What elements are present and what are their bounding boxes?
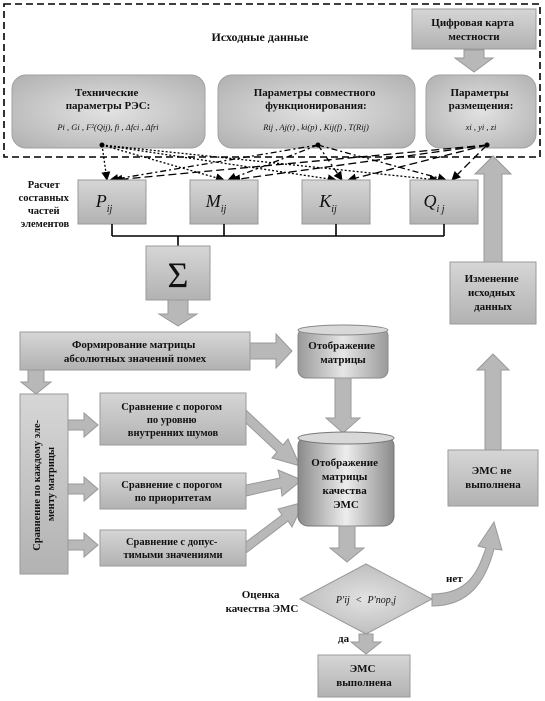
svg-text:Kij: Kij bbox=[318, 191, 337, 215]
component-q-sub: i j bbox=[436, 204, 444, 215]
decision-yes-label: да bbox=[338, 633, 350, 645]
component-m-symbol: M bbox=[205, 191, 222, 211]
sum-symbol: Σ bbox=[168, 255, 189, 295]
decision-label: Оценка качества ЭМС bbox=[226, 589, 299, 615]
no-branch-arrow bbox=[431, 520, 503, 607]
decision-diamond bbox=[298, 563, 434, 635]
form-to-compare-arrow bbox=[19, 369, 53, 395]
connector-dots bbox=[99, 142, 490, 148]
placement-params-title: Параметры размещения: bbox=[449, 87, 514, 112]
emc-not-met-box bbox=[447, 449, 539, 507]
sum-box bbox=[145, 245, 211, 301]
tech-params-title: Технические параметры РЭС: bbox=[66, 87, 151, 112]
compare-arrows bbox=[67, 411, 99, 559]
quality-to-decision-arrow bbox=[328, 525, 366, 563]
emc-met-box bbox=[317, 654, 411, 698]
sum-join-lines bbox=[111, 224, 445, 246]
compare-allowed-box bbox=[99, 529, 247, 567]
joint-params-title: Параметры совместного функционирования: bbox=[254, 87, 379, 112]
component-p-sub: ij bbox=[107, 204, 113, 215]
sum-to-form-arrow bbox=[157, 299, 199, 327]
emc-not-met-label: ЭМС не выполнена bbox=[465, 465, 521, 491]
param-connector-lines bbox=[101, 144, 488, 184]
component-m-sub: ij bbox=[221, 204, 227, 215]
svg-text:Qi j: Qi j bbox=[423, 191, 444, 215]
compare-priority-box bbox=[99, 472, 247, 510]
display-matrix-label: Отображение матрицы bbox=[308, 340, 377, 366]
joint-params-box bbox=[217, 74, 416, 149]
yes-branch-arrow bbox=[349, 633, 383, 655]
source-data-title: Исходные данные bbox=[212, 30, 310, 44]
display-quality-label: Отображение матрицы качества ЭМС bbox=[311, 457, 380, 511]
compare-each-label: Сравнение по каждому эле- менту матрицы bbox=[32, 417, 57, 551]
component-k: Kij bbox=[301, 179, 371, 225]
compare-to-quality-arrows bbox=[245, 408, 305, 555]
compare-noise-box bbox=[99, 392, 247, 446]
component-k-symbol: K bbox=[318, 191, 332, 211]
component-q: Qi j bbox=[409, 179, 479, 225]
component-p-symbol: P bbox=[95, 191, 107, 211]
svg-text:Pij: Pij bbox=[95, 191, 113, 215]
compare-each-bar bbox=[19, 393, 69, 575]
digital-map-box bbox=[411, 8, 537, 50]
form-matrix-label: Формирование матрицы абсолютных значений… bbox=[64, 339, 207, 365]
change-input-label: Изменение исходных данных bbox=[465, 273, 522, 313]
component-q-symbol: Q bbox=[423, 191, 436, 211]
compare-priority-label: Сравнение с порогом по приоритетам bbox=[121, 480, 224, 504]
display-to-quality-arrow bbox=[324, 377, 362, 434]
tech-params-box bbox=[11, 74, 206, 149]
form-to-display-arrow bbox=[249, 332, 293, 370]
not-met-to-change-arrow bbox=[475, 353, 511, 451]
decision-no-label: нет bbox=[446, 573, 463, 585]
joint-params-formula: Rij , Aj(t) , ki(p) , Kij(f) , T(Rij) bbox=[262, 122, 369, 132]
component-m: Mij bbox=[189, 179, 259, 225]
emc-met-label: ЭМС выполнена bbox=[336, 663, 392, 689]
calc-components-label: Расчет составных частей элементов bbox=[19, 180, 72, 230]
compare-allowed-label: Сравнение с допус- тимыми значениями bbox=[123, 537, 222, 561]
placement-params-box bbox=[425, 74, 537, 149]
component-k-sub: ij bbox=[331, 204, 337, 215]
change-to-source-arrow bbox=[473, 155, 513, 263]
placement-params-formula: xi , yi , zi bbox=[465, 122, 497, 132]
digital-map-label: Цифровая карта местности bbox=[431, 17, 516, 43]
map-to-placement-arrow bbox=[453, 49, 495, 73]
compare-noise-label: Сравнение с порогом по уровню внутренних… bbox=[121, 402, 224, 439]
change-input-box bbox=[449, 261, 537, 325]
form-matrix-box bbox=[19, 331, 251, 371]
component-p: Pij bbox=[77, 179, 147, 225]
tech-params-formula: Pi , Gi , F²(Qij), fi , Δfci , Δfri bbox=[56, 122, 159, 132]
decision-formula: P′ij < P′пор,j bbox=[335, 595, 396, 606]
display-matrix-cylinder bbox=[297, 324, 389, 379]
svg-text:Mij: Mij bbox=[205, 191, 227, 215]
